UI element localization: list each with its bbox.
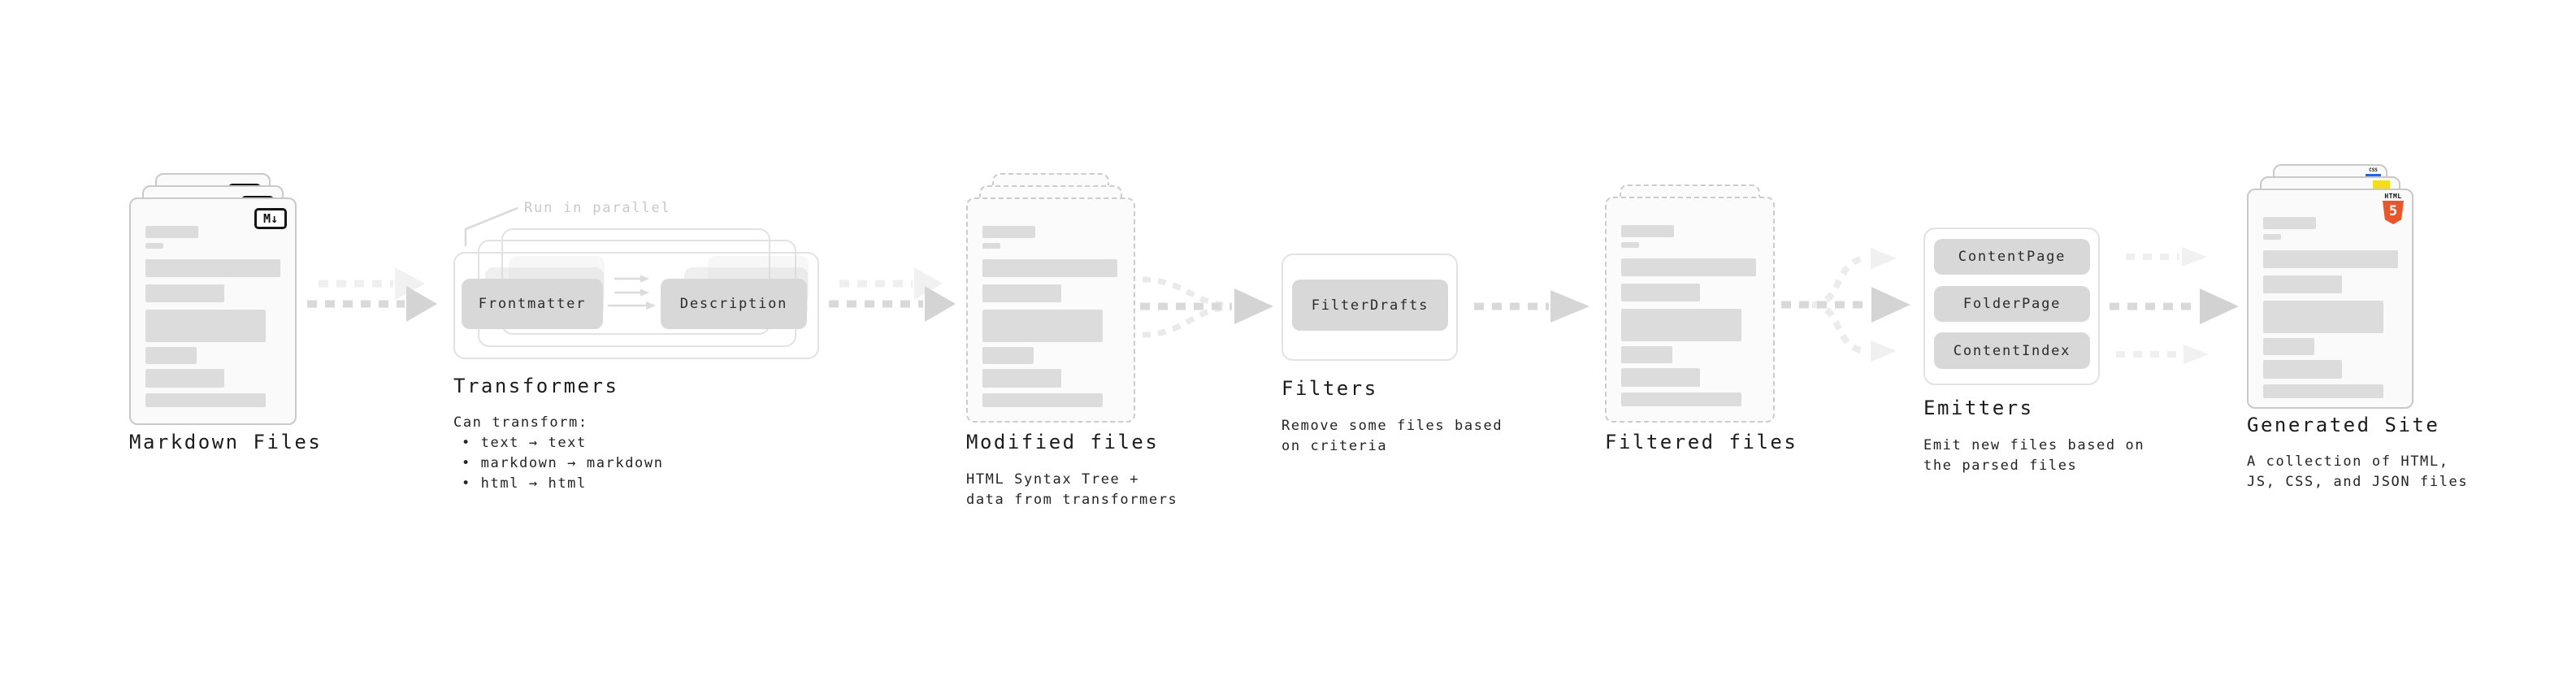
filtered-file-card-front — [1605, 197, 1775, 423]
modified-file-card-front — [966, 197, 1135, 423]
filtered-files-title: Filtered files — [1605, 431, 1798, 453]
transform-item: text → text — [462, 433, 664, 453]
text-placeholder-bars — [2263, 217, 2398, 398]
filter-drafts-step: FilterDrafts — [1292, 280, 1448, 331]
folder-page-emitter: FolderPage — [1934, 286, 2090, 322]
javascript-icon — [2373, 180, 2390, 189]
annotation-leader-line — [464, 206, 518, 246]
arrow-modified-to-filters — [1140, 276, 1273, 338]
transform-item: html → html — [462, 474, 664, 494]
markdown-file-card-front: M↓ — [129, 197, 297, 425]
markdown-icon: M↓ — [254, 208, 287, 229]
content-index-emitter: ContentIndex — [1934, 332, 2090, 369]
arrow-filters-to-filtered — [1474, 290, 1589, 323]
emitters-subtitle: Emit new files based on the parsed files — [1923, 437, 2145, 474]
arrow-transformers-to-modified — [829, 267, 956, 322]
description-step: Description — [661, 279, 807, 329]
generated-file-card-html: HTML 5 — [2247, 189, 2413, 409]
css-icon: CSS — [2366, 167, 2381, 176]
transform-item: markdown → markdown — [462, 453, 664, 474]
text-placeholder-bars — [982, 226, 1117, 407]
generated-site-title: Generated Site — [2247, 414, 2440, 436]
transform-list: text → text markdown → markdown html → h… — [453, 433, 664, 494]
can-transform-heading: Can transform: — [453, 414, 588, 431]
arrow-markdown-to-transformers — [307, 267, 437, 322]
frontmatter-step: Frontmatter — [462, 279, 603, 329]
transformers-description: Can transform: text → text markdown → ma… — [453, 413, 664, 494]
html5-icon-label: HTML — [2384, 193, 2402, 200]
text-placeholder-bars — [1621, 225, 1756, 406]
modified-files-subtitle: HTML Syntax Tree + data from transformer… — [966, 471, 1178, 508]
generated-site-subtitle: A collection of HTML, JS, CSS, and JSON … — [2247, 453, 2469, 490]
text-placeholder-bars — [145, 226, 280, 407]
run-in-parallel-annotation: Run in parallel — [524, 200, 671, 216]
html5-icon: HTML 5 — [2383, 193, 2404, 224]
arrow-emitters-to-generated — [2110, 247, 2239, 364]
parallel-step-arrows — [608, 275, 656, 310]
filters-title: Filters — [1281, 377, 1378, 400]
filters-subtitle: Remove some files based on criteria — [1281, 418, 1503, 454]
emitters-title: Emitters — [1923, 397, 2034, 419]
arrow-filtered-to-emitters — [1781, 248, 1910, 362]
modified-files-title: Modified files — [966, 431, 1160, 453]
content-page-emitter: ContentPage — [1934, 239, 2090, 275]
markdown-files-title: Markdown Files — [129, 431, 323, 453]
emitters-container — [1923, 228, 2100, 385]
transformers-title: Transformers — [453, 375, 619, 397]
transformer-layer-front — [453, 252, 819, 359]
filters-container — [1281, 254, 1458, 361]
